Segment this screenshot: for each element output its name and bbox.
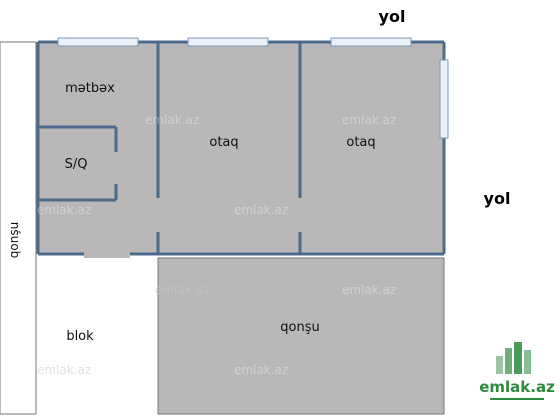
svg-text:emlak.az: emlak.az <box>234 203 288 217</box>
neighbor-strip <box>0 41 37 415</box>
svg-text:emlak.az: emlak.az <box>342 113 396 127</box>
svg-text:emlak.az: emlak.az <box>234 363 288 377</box>
entrance-door <box>84 252 130 258</box>
window-kitchen <box>57 37 139 47</box>
neighbor-label-bottom: qonşu <box>280 320 319 335</box>
road-label-top: yol <box>379 7 406 26</box>
window-room-2 <box>330 37 412 47</box>
svg-text:emlak.az: emlak.az <box>155 283 209 297</box>
svg-text:emlak.az: emlak.az <box>145 113 199 127</box>
watermarks: emlak.az emlak.az emlak.az emlak.az emla… <box>37 113 396 377</box>
window-room-1 <box>187 37 269 47</box>
neighbor-label-left: qonşu <box>7 222 21 258</box>
emlak-logo: emlak.az <box>479 342 555 400</box>
svg-text:emlak.az: emlak.az <box>342 283 396 297</box>
room-label-kitchen: mətbəx <box>65 81 115 96</box>
svg-text:emlak.az: emlak.az <box>37 203 91 217</box>
road-label-right: yol <box>484 189 511 208</box>
interior-walls <box>38 42 302 254</box>
window-side <box>439 59 449 139</box>
room-label-room-2: otaq <box>346 135 375 150</box>
svg-text:emlak.az: emlak.az <box>479 378 555 396</box>
neighbor-apartment <box>157 257 445 415</box>
svg-text:emlak.az: emlak.az <box>37 363 91 377</box>
block-label: blok <box>66 329 94 344</box>
room-label-bathroom: S/Q <box>65 157 88 172</box>
room-label-room-1: otaq <box>209 135 238 150</box>
apartment-floor <box>38 42 444 254</box>
